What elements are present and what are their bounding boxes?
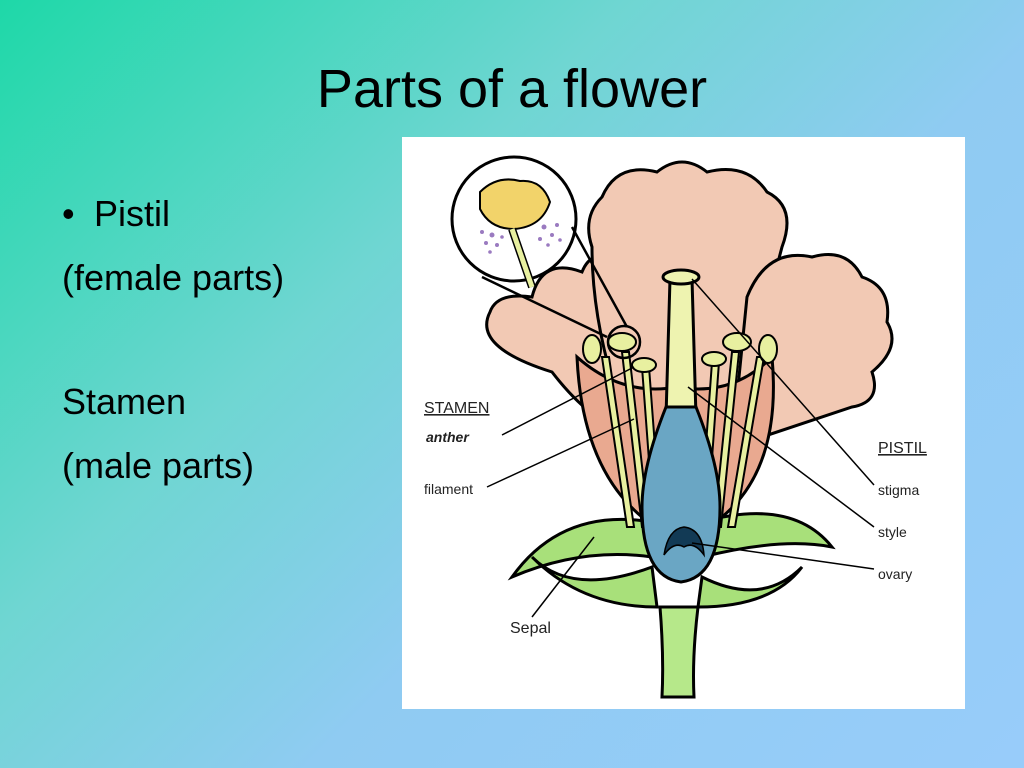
style-label: style	[878, 524, 907, 540]
bullet-subtext: (male parts)	[62, 445, 255, 486]
anther	[631, 357, 657, 373]
stigma-label: stigma	[878, 482, 919, 498]
bullet-text: Pistil	[94, 193, 171, 234]
bullet-item-pistil: • Pistil	[62, 193, 284, 257]
bullet-item-stamen: Stamen	[62, 381, 187, 422]
sepal-left-lower	[530, 555, 659, 609]
anther	[701, 351, 727, 367]
stigma	[661, 268, 701, 286]
filament-label: filament	[424, 481, 473, 497]
stem	[658, 605, 700, 699]
flower-diagram: STAMEN anther filament PISTIL stigma sty…	[402, 137, 965, 709]
bullet-subtext: (female parts)	[62, 257, 285, 298]
magnified-anther	[450, 155, 642, 360]
bullet-dot: •	[62, 193, 75, 234]
flower-diagram-svg: STAMEN anther filament PISTIL stigma sty…	[424, 155, 927, 699]
pollen	[480, 223, 562, 254]
filament	[600, 356, 636, 528]
pistil-heading: PISTIL	[878, 440, 927, 457]
sepal-right-lower	[696, 565, 804, 609]
filament	[712, 351, 741, 528]
bullet-list: • Pistil (female parts) Stamen (male part…	[62, 193, 284, 509]
slide-title: Parts of a flower	[316, 59, 708, 119]
anther	[607, 332, 637, 352]
style	[664, 277, 698, 419]
anther	[582, 334, 602, 364]
ovary-label: ovary	[878, 566, 912, 582]
anther-label: anther	[426, 429, 470, 445]
anther	[758, 334, 778, 364]
sepal-label: Sepal	[510, 620, 551, 637]
ovule	[663, 526, 705, 558]
stamen-heading: STAMEN	[424, 400, 489, 417]
leader-lines	[486, 278, 875, 618]
